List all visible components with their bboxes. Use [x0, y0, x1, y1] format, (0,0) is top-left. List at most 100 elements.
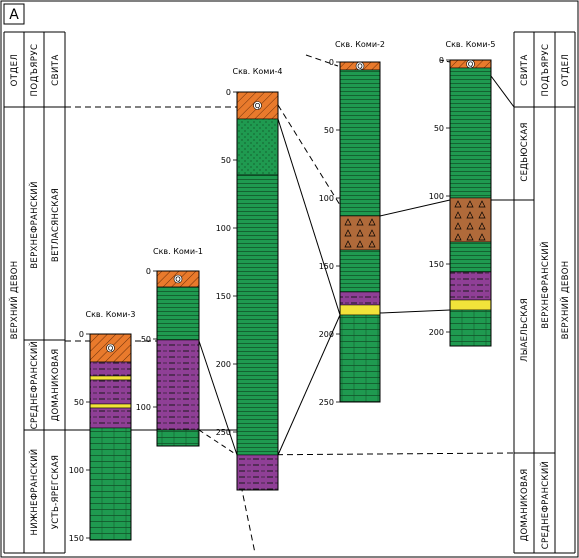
layer-bed [339, 69, 381, 217]
anhydrite-icon [454, 211, 462, 219]
layer-carb [89, 427, 132, 541]
layer-dom [449, 271, 492, 301]
anhydrite-icon [356, 229, 364, 237]
correlation-line-k1-k4 [198, 340, 238, 456]
well-title: Скв. Коми-2 [335, 40, 385, 49]
depth-label: 250 [319, 398, 334, 407]
anhydrite-icon [466, 222, 474, 230]
layer-marker [89, 403, 132, 409]
left-header-podyarus: ПОДЪЯРУС [30, 44, 40, 97]
layer-marker [89, 375, 132, 381]
quaternary-symbol: Q [357, 63, 363, 71]
depth-label: 200 [216, 360, 231, 369]
well-4: Скв. Коми-2Q 0 50 100 150 200 250 [319, 40, 385, 407]
anhydrite-icon [454, 200, 462, 208]
depth-label: 100 [136, 403, 151, 412]
layer-bed [449, 67, 492, 199]
left-strat-columns: ОТДЕЛ ПОДЪЯРУС СВИТА ВЕРХНИЙ ДЕВОН ВЕРХН… [3, 31, 66, 554]
well-outline [236, 91, 279, 491]
left-lower-podyarus-label: НИЖНЕФРАНСКИЙ [28, 449, 40, 536]
depth-label: 150 [429, 260, 444, 269]
correlation-line-k2-k5-b [379, 309, 451, 314]
well-title: Скв. Коми-5 [445, 40, 495, 49]
depth-label: 50 [324, 126, 334, 135]
correlation-dash-bottom [236, 452, 515, 456]
anhydrite-icon [368, 240, 376, 248]
anhydrite-icon [356, 240, 364, 248]
layer-dom [89, 379, 132, 405]
well-outline [89, 333, 132, 541]
well-title: Скв. Коми-3 [85, 310, 135, 319]
left-upper-podyarus-label: ВЕРХНЕФРАНСКИЙ [28, 181, 40, 268]
depth-label: 200 [429, 328, 444, 337]
anhydrite-icon [466, 211, 474, 219]
anhydrite-icon [466, 200, 474, 208]
anhydrite-icon [454, 233, 462, 241]
layer-dom [89, 361, 132, 377]
correlation-dash-top-k5 [439, 59, 451, 63]
well-title: Скв. Коми-4 [232, 67, 282, 76]
layer-carb [156, 429, 200, 447]
well-outline [449, 59, 492, 347]
anhydrite-icon [356, 218, 364, 226]
correlation-dash-k1-k4 [198, 429, 238, 456]
depth-label: 0 [329, 58, 334, 67]
quaternary-symbol: Q [468, 61, 474, 69]
right-strat-columns: СВИТА ПОДЪЯРУС ОТДЕЛ СЕДЬЮСКАЯ ЛЫАЕЛЬСКА… [513, 31, 576, 554]
anhydrite-icon [454, 222, 462, 230]
depth-label: 50 [74, 398, 84, 407]
depth-label: 100 [69, 466, 84, 475]
depth-label: 50 [434, 124, 444, 133]
right-header-svita: СВИТА [520, 54, 530, 86]
quaternary-symbol-icon [253, 101, 262, 110]
depth-label: 50 [141, 335, 151, 344]
correlation-line-k4-k2 [277, 314, 341, 456]
layer-bed [156, 286, 200, 341]
right-podyarus-upper-label: ВЕРХНЕФРАНСКИЙ [539, 241, 551, 328]
correlation-dash-top-k2 [305, 54, 339, 67]
layer-carb [339, 314, 381, 403]
anhydrite-icon [478, 222, 486, 230]
right-header-otdel: ОТДЕЛ [561, 54, 571, 87]
correlation-line-k2-k5-a [379, 199, 451, 217]
depth-label: 150 [319, 262, 334, 271]
layer-bed [236, 174, 279, 456]
layer-marker [339, 304, 381, 316]
layer-dom [339, 291, 381, 306]
quaternary-symbol-icon [106, 343, 115, 353]
depth-label: 0 [79, 330, 84, 339]
right-header-podyarus: ПОДЪЯРУС [541, 44, 551, 97]
right-svita-mid-label: ЛЫАЕЛЬСКАЯ [520, 298, 530, 362]
anhydrite-icon [344, 218, 352, 226]
quaternary-symbol: Q [108, 345, 114, 353]
depth-label: 250 [216, 428, 231, 437]
anhydrite-icon [478, 233, 486, 241]
layer-dom [236, 454, 279, 491]
well-outline [339, 61, 381, 403]
depth-label: 0 [146, 267, 151, 276]
left-header-svita: СВИТА [51, 54, 61, 86]
left-header-otdel: ОТДЕЛ [10, 54, 20, 87]
anhydrite-icon [478, 211, 486, 219]
layer-carb [449, 309, 492, 347]
depth-label: 150 [216, 292, 231, 301]
depth-label: 100 [216, 224, 231, 233]
right-otdel-label: ВЕРХНИЙ ДЕВОН [559, 261, 571, 340]
quaternary-symbol: Q [255, 102, 261, 110]
layer-dom [89, 407, 132, 429]
right-svita-bottom-label: ДОМАНИКОВАЯ [520, 469, 530, 542]
quaternary-symbol: Q [175, 276, 181, 284]
depth-label: 100 [319, 194, 334, 203]
depth-label: 150 [69, 534, 84, 543]
left-otdel-label: ВЕРХНИЙ ДЕВОН [8, 261, 20, 340]
left-lower-svita-label: УСТЬ-ЯРЕГСКАЯ [51, 455, 61, 529]
layer-dot [236, 118, 279, 176]
left-upper-svita-label: ВЕТЛАСЯНСКАЯ [51, 188, 61, 262]
depth-label: 200 [319, 330, 334, 339]
well-1: Скв. Коми-3Q 0 50 100 150 [69, 310, 136, 543]
anhydrite-icon [478, 200, 486, 208]
left-middle-podyarus-label: СРЕДНЕФРАНСКИЙ [28, 341, 40, 429]
